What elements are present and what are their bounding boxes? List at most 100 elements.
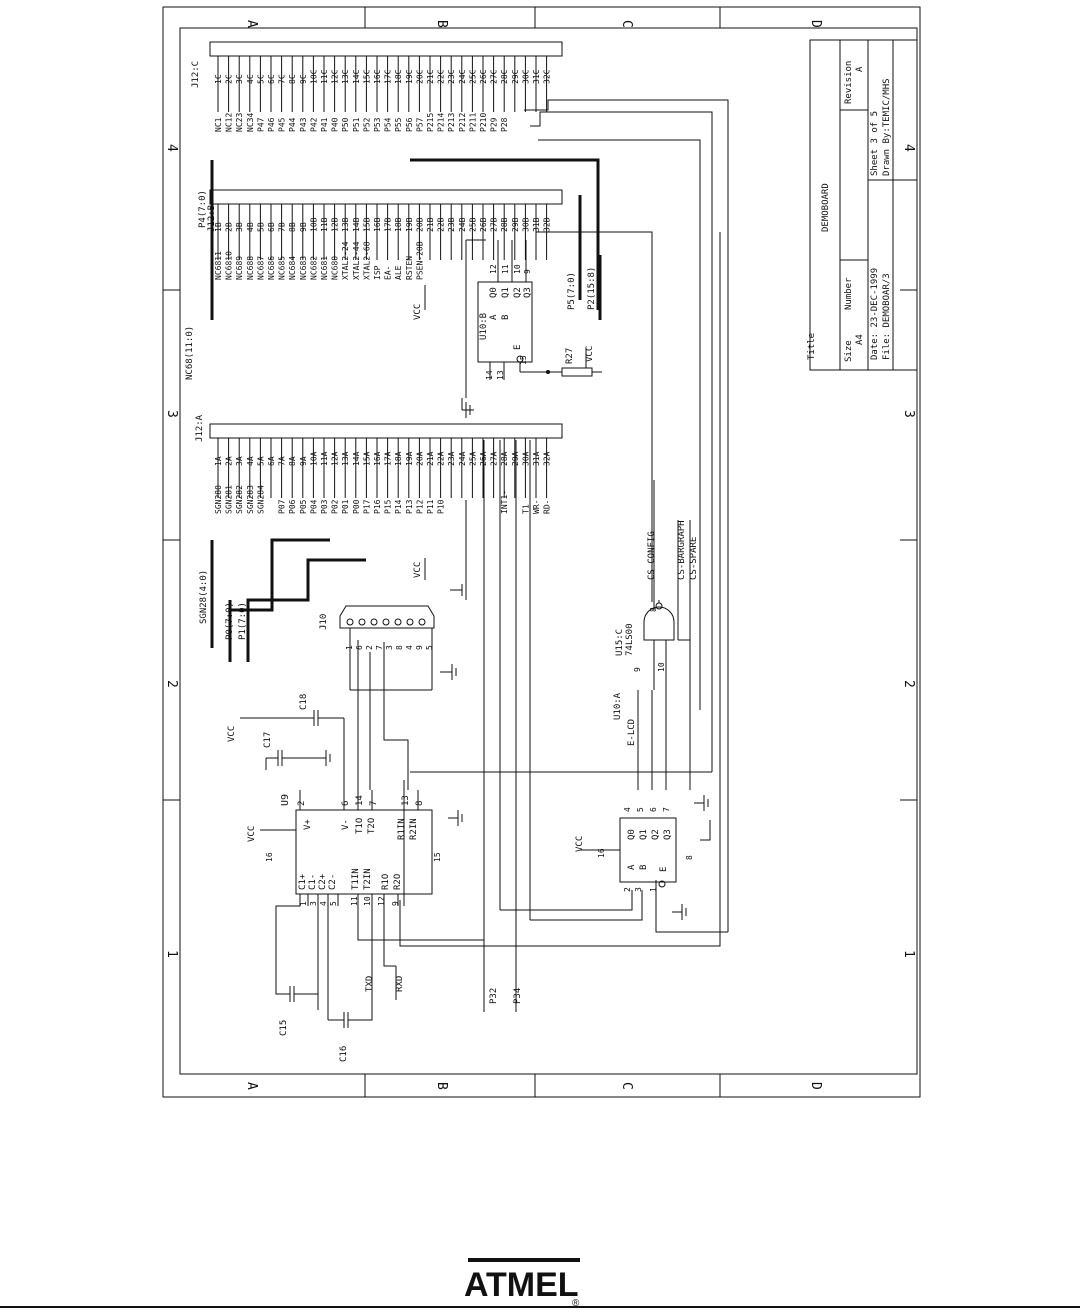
sheet-line: Sheet 3 of 5 <box>870 111 880 176</box>
u9-pin-num: 2 <box>297 801 307 806</box>
zone-label-d-bottom: D <box>808 1082 823 1090</box>
j12b-pin-number: 18B <box>394 217 403 232</box>
r27-ref: R27 <box>565 348 575 364</box>
u10a-pin-q2: Q2 <box>651 829 661 840</box>
j12c-pin-number: 32C <box>543 69 552 84</box>
j12b-pin-number: 31B <box>532 217 541 232</box>
net-label-p32: P32 <box>489 988 499 1004</box>
u9-pin-r1o: R1O <box>381 874 391 890</box>
j12b-net-label: NC683 <box>299 256 308 280</box>
j12c-net-label: P52 <box>362 117 371 132</box>
net-label-cs-spare: CS-SPARE <box>689 537 699 580</box>
ground-symbol <box>461 398 474 418</box>
j12b-pin-number: 4B <box>246 222 255 232</box>
j12c-pin-number: 3C <box>235 74 244 84</box>
j12b-pin-number: 10B <box>309 217 318 232</box>
u9-pin-num: 8 <box>415 801 425 806</box>
u9-pin-num: 5 <box>329 901 338 906</box>
zone-label-2-left: 2 <box>164 680 179 688</box>
j12c-pin-number: 17C <box>384 69 393 84</box>
net-label-p34: P34 <box>513 988 523 1004</box>
u10b-pin-num: 14 <box>485 370 494 380</box>
j12b-net-label: NC680 <box>331 256 340 280</box>
j12a-net-label: T1 <box>521 504 530 514</box>
j12c-net-label: P46 <box>267 117 276 132</box>
j12a-net-label: SGN283 <box>246 485 255 514</box>
j12b-pin-number: 7B <box>278 222 287 232</box>
zone-label-4-left: 4 <box>164 144 179 152</box>
u10a-pin-num: 7 <box>662 807 671 812</box>
u15c-pin-num: 8 <box>649 607 658 612</box>
u10b-pin-q1: Q1 <box>501 287 511 298</box>
revision-label: Revision <box>844 61 854 104</box>
u10a-pin-num: 6 <box>649 807 658 812</box>
j12a-net-label: P06 <box>288 499 297 514</box>
j12a-pin-number: 19A <box>405 451 414 466</box>
u9-pin-vminus: V- <box>341 819 351 830</box>
u9-pin-num: 11 <box>350 896 359 906</box>
j12b-net-label: ALE <box>394 265 403 280</box>
u10b-pin-a: A <box>489 314 499 320</box>
j12b-net-label: XTAL2-24 <box>341 241 350 280</box>
u10a-pin-num: 5 <box>636 807 645 812</box>
j12a-net-label: SGN282 <box>235 485 244 514</box>
j12b-pin-number: 6B <box>267 222 276 232</box>
j12a-net-label: P12 <box>415 499 424 514</box>
capacitor-c18 <box>328 1000 373 1028</box>
u9-pin-c1minus: C1- <box>308 874 318 890</box>
signal-routing <box>357 99 729 1012</box>
j12c-net-label: P214 <box>437 113 446 132</box>
u15c-pin-num: 9 <box>633 667 642 672</box>
ground-symbol <box>316 750 331 766</box>
j12b-pin-number: 3B <box>235 222 244 232</box>
u10b-pin-num: 10 <box>513 264 522 274</box>
j12b-pin-number: 16B <box>373 217 382 232</box>
j12c-pin-number: 21C <box>426 69 435 84</box>
j12a-net-label: P00 <box>352 499 361 514</box>
title-label: Title <box>807 333 817 360</box>
j12b-net-label: NC686 <box>267 256 276 280</box>
title-value: DEMOBOARD <box>821 183 831 232</box>
u9-pin-num: 9 <box>391 901 400 906</box>
j12c-pin-number: 30C <box>521 69 530 84</box>
u9-pin-num: 12 <box>377 896 386 906</box>
u9-pin-num: 15 <box>433 852 442 862</box>
j12a-net-label: P16 <box>373 499 382 514</box>
j12b-net-label: XTAL2-68 <box>362 241 371 280</box>
zone-label-d-top: D <box>808 20 823 28</box>
u9-pin-r2in: R2IN <box>409 818 419 840</box>
zone-label-4-right: 4 <box>901 144 916 152</box>
j12b-pin-number: 8B <box>288 222 297 232</box>
j10-pin-num: 7 <box>375 645 384 650</box>
j12a-pin-number: 8A <box>288 456 297 466</box>
date-line: Date: 23-DEC-1999 <box>870 268 880 360</box>
u10a-ref: U10:A <box>613 692 623 720</box>
j12a-pin-number: 21A <box>426 451 435 466</box>
j12b-pin-number: 15B <box>362 217 371 232</box>
j12c-pin-number: 18C <box>394 69 403 84</box>
j12c-net-label: NC34 <box>246 113 255 132</box>
j12b-pin-number: 19B <box>405 217 414 232</box>
j12b-pin-number: 27B <box>490 217 499 232</box>
j12a-net-label: P13 <box>405 499 414 514</box>
j12b-pin-number: 11B <box>320 217 329 232</box>
j12c-pin-number: 14C <box>352 69 361 84</box>
connector-j12a-body <box>209 423 563 439</box>
u10a-decoder: U10:A A B Q0 Q1 Q2 Q3 E 2 3 1 4 5 6 7 8 … <box>575 692 694 892</box>
u9-pin-num: 1 <box>299 901 308 906</box>
j12c-ref: J12:C <box>191 61 201 88</box>
j12a-pin-number: 7A <box>278 456 287 466</box>
zone-ticks <box>163 7 917 1097</box>
j12b-pin-number: 9B <box>299 222 308 232</box>
j12c-net-label: P212 <box>458 113 467 132</box>
c16-ref: C17 <box>263 732 273 748</box>
resistor-r27: R27 VCC <box>548 346 602 377</box>
capacitor-c15 <box>275 894 319 1010</box>
u9-pin-c1plus: C1+ <box>298 873 308 890</box>
u10a-pin-num: 3 <box>634 887 643 892</box>
j12a-pin-number: 13A <box>341 451 350 466</box>
j12a-pin-number: 3A <box>235 456 244 466</box>
j12c-net-label: P42 <box>309 117 318 132</box>
j12a-pin-number: 24A <box>458 451 467 466</box>
j12c-pin-number: 12C <box>331 69 340 84</box>
